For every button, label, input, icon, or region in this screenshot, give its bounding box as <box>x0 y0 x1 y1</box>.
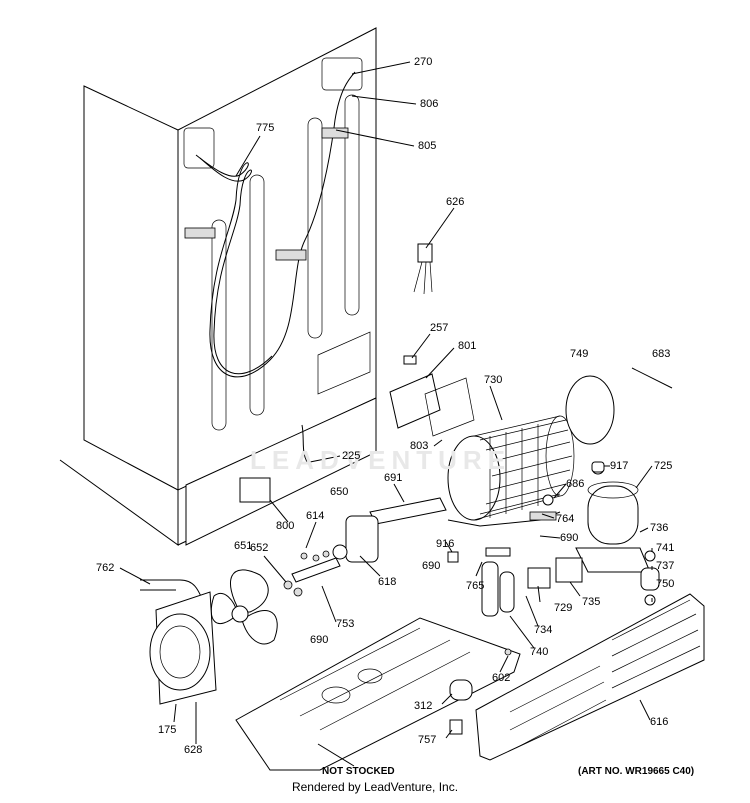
callout-225: 225 <box>342 450 361 462</box>
base-pan <box>235 617 521 771</box>
callout-775: 775 <box>256 122 275 134</box>
fan-motor-650 <box>283 515 379 597</box>
control-board-801 <box>389 355 475 437</box>
not-stocked-note: NOT STOCKED <box>322 766 395 777</box>
callout-749: 749 <box>570 348 589 360</box>
callout-762: 762 <box>96 562 115 574</box>
callout-686: 686 <box>566 478 585 490</box>
access-cover-616 <box>475 593 705 761</box>
callout-257: 257 <box>430 322 449 334</box>
condenser-coil-730 <box>447 415 575 521</box>
callout-734: 734 <box>534 624 553 636</box>
callout-652: 652 <box>250 542 269 554</box>
callout-753: 753 <box>336 618 355 630</box>
callout-741: 741 <box>656 542 675 554</box>
callout-690-compressor: 690 <box>560 532 579 544</box>
cabinet-back-panel <box>59 27 377 546</box>
callout-801: 801 <box>458 340 477 352</box>
fan-blade-651 <box>210 569 278 645</box>
callout-650: 650 <box>330 486 349 498</box>
callout-626: 626 <box>446 196 465 208</box>
bushing-916 <box>447 551 459 563</box>
screw-602 <box>504 648 512 656</box>
callout-175: 175 <box>158 724 177 736</box>
callout-614: 614 <box>306 510 325 522</box>
roller-312 <box>449 679 473 701</box>
art-number: (ART NO. WR19665 C40) <box>578 766 695 777</box>
callout-764: 764 <box>556 513 575 525</box>
callout-740: 740 <box>530 646 549 658</box>
callout-917: 917 <box>610 460 629 472</box>
callout-806: 806 <box>420 98 439 110</box>
leader-lines <box>119 61 653 767</box>
drain-tube-225 <box>301 424 311 467</box>
relay-729 <box>527 567 551 589</box>
callout-736: 736 <box>650 522 669 534</box>
callout-690-bracket: 690 <box>422 560 441 572</box>
callout-730: 730 <box>484 374 503 386</box>
callout-602: 602 <box>492 672 511 684</box>
switch-800 <box>239 477 271 503</box>
footer-credit: Rendered by LeadVenture, Inc. <box>291 780 459 794</box>
probe-683 <box>631 367 673 389</box>
overload-735 <box>555 557 583 583</box>
grommet-741 <box>644 550 656 562</box>
callout-729: 729 <box>554 602 573 614</box>
bolt-750 <box>644 594 656 606</box>
fan-shroud-628 <box>149 591 217 705</box>
callout-683: 683 <box>652 348 671 360</box>
cap-917 <box>591 461 605 473</box>
callout-735: 735 <box>582 596 601 608</box>
callout-725: 725 <box>654 460 673 472</box>
callout-805: 805 <box>418 140 437 152</box>
mounting-bracket-691 <box>369 497 561 557</box>
compressor-725 <box>575 461 651 573</box>
callout-916: 916 <box>436 538 455 550</box>
callout-270: 270 <box>414 56 433 68</box>
callout-750: 750 <box>656 578 675 590</box>
callout-628: 628 <box>184 744 203 756</box>
wire-harness-626 <box>413 243 433 295</box>
callout-616: 616 <box>650 716 669 728</box>
callout-757: 757 <box>418 734 437 746</box>
callout-690-fan: 690 <box>310 634 329 646</box>
callout-803: 803 <box>410 440 429 452</box>
callout-765: 765 <box>466 580 485 592</box>
drier-734 <box>481 561 515 617</box>
fitting-686 <box>542 494 554 506</box>
callout-651: 651 <box>234 540 253 552</box>
grommet-737 <box>640 567 660 591</box>
callout-618: 618 <box>378 576 397 588</box>
callout-737: 737 <box>656 560 675 572</box>
callout-691: 691 <box>384 472 403 484</box>
callout-312: 312 <box>414 700 433 712</box>
callout-800: 800 <box>276 520 295 532</box>
cover-disc-749 <box>565 375 615 445</box>
screw-757 <box>449 719 463 735</box>
watermark: LEADVENTURE <box>250 445 512 475</box>
